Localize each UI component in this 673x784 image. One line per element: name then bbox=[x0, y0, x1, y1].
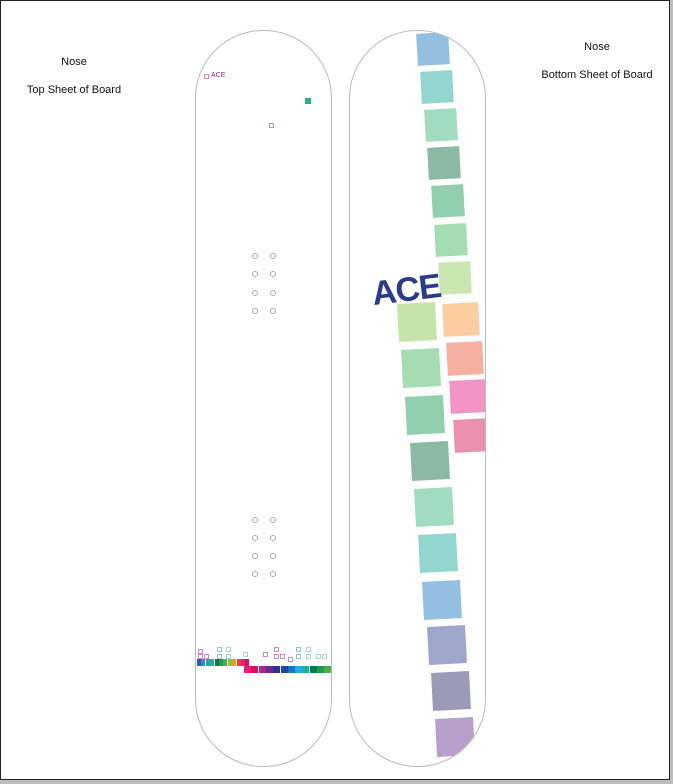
color-square bbox=[435, 717, 475, 757]
outline-square-icon bbox=[198, 649, 203, 654]
outline-square-icon bbox=[274, 647, 279, 652]
top-nose-label: Nose bbox=[61, 56, 87, 68]
outline-square-icon bbox=[217, 647, 222, 652]
outline-square-icon bbox=[217, 654, 222, 659]
color-square bbox=[418, 533, 458, 573]
strip-cell bbox=[201, 659, 206, 666]
strip-cell bbox=[236, 659, 241, 666]
accent-square-icon bbox=[305, 98, 311, 104]
color-square bbox=[427, 146, 461, 180]
bottom-sheet-label: Bottom Sheet of Board bbox=[541, 69, 653, 81]
color-square bbox=[431, 184, 465, 218]
strip-cell bbox=[295, 666, 303, 673]
color-square bbox=[442, 302, 480, 337]
outline-square-icon bbox=[316, 654, 321, 659]
color-square bbox=[410, 441, 450, 481]
top-sheet-board: ACE bbox=[195, 30, 332, 767]
outline-square-icon bbox=[306, 654, 311, 659]
strip-cell bbox=[219, 659, 223, 666]
outline-square-icon bbox=[226, 647, 231, 652]
color-square bbox=[446, 341, 484, 376]
strip-cell bbox=[244, 666, 251, 673]
bottom-sheet-board: ACE bbox=[349, 30, 486, 767]
outline-square-icon bbox=[269, 123, 274, 128]
color-square bbox=[401, 348, 441, 388]
outline-square-icon bbox=[306, 647, 311, 652]
outline-square-icon bbox=[288, 657, 293, 662]
color-square bbox=[420, 70, 454, 104]
top-sheet-label: Top Sheet of Board bbox=[26, 84, 122, 96]
strip-cell bbox=[280, 666, 288, 673]
strip-cell bbox=[309, 666, 317, 673]
outline-square-icon bbox=[204, 654, 209, 659]
strip-cell bbox=[205, 659, 210, 666]
strip-cell bbox=[273, 666, 281, 673]
outline-square-icon bbox=[198, 654, 203, 659]
strip-cell bbox=[245, 659, 250, 666]
color-square bbox=[438, 261, 472, 295]
color-square bbox=[453, 418, 485, 453]
color-square bbox=[434, 223, 468, 257]
color-square bbox=[431, 671, 471, 711]
strip-cell bbox=[258, 666, 266, 673]
bottom-logo-text: ACE bbox=[369, 266, 443, 314]
outline-square-icon bbox=[280, 654, 285, 659]
strip-cell bbox=[227, 659, 232, 666]
logo-outline-square-icon bbox=[204, 74, 209, 79]
outline-square-icon bbox=[296, 654, 301, 659]
color-square bbox=[414, 487, 454, 527]
outline-square-icon bbox=[263, 652, 268, 657]
strip-cell bbox=[214, 659, 219, 666]
strip-cell bbox=[324, 666, 331, 673]
bottom-nose-label: Nose bbox=[584, 41, 610, 53]
strip-cell bbox=[197, 659, 201, 666]
outline-square-icon bbox=[226, 654, 231, 659]
color-square bbox=[422, 580, 462, 620]
color-square bbox=[416, 32, 450, 66]
outline-square-icon bbox=[322, 654, 327, 659]
strip-cell bbox=[232, 659, 237, 666]
top-logo-text: ACE bbox=[211, 72, 226, 79]
strip-cell bbox=[287, 666, 295, 673]
strip-cell bbox=[241, 659, 245, 666]
strip-cell bbox=[251, 666, 259, 673]
color-square bbox=[449, 379, 485, 414]
strip-cell bbox=[302, 666, 310, 673]
strip-cell bbox=[210, 659, 215, 666]
strip-cell bbox=[223, 659, 228, 666]
strip-cell bbox=[265, 666, 273, 673]
color-square bbox=[424, 108, 458, 142]
outline-square-icon bbox=[296, 647, 301, 652]
color-square bbox=[427, 625, 467, 665]
outline-square-icon bbox=[274, 654, 279, 659]
outline-square-icon bbox=[243, 652, 248, 657]
strip-cell bbox=[317, 666, 324, 673]
color-square bbox=[405, 395, 445, 435]
